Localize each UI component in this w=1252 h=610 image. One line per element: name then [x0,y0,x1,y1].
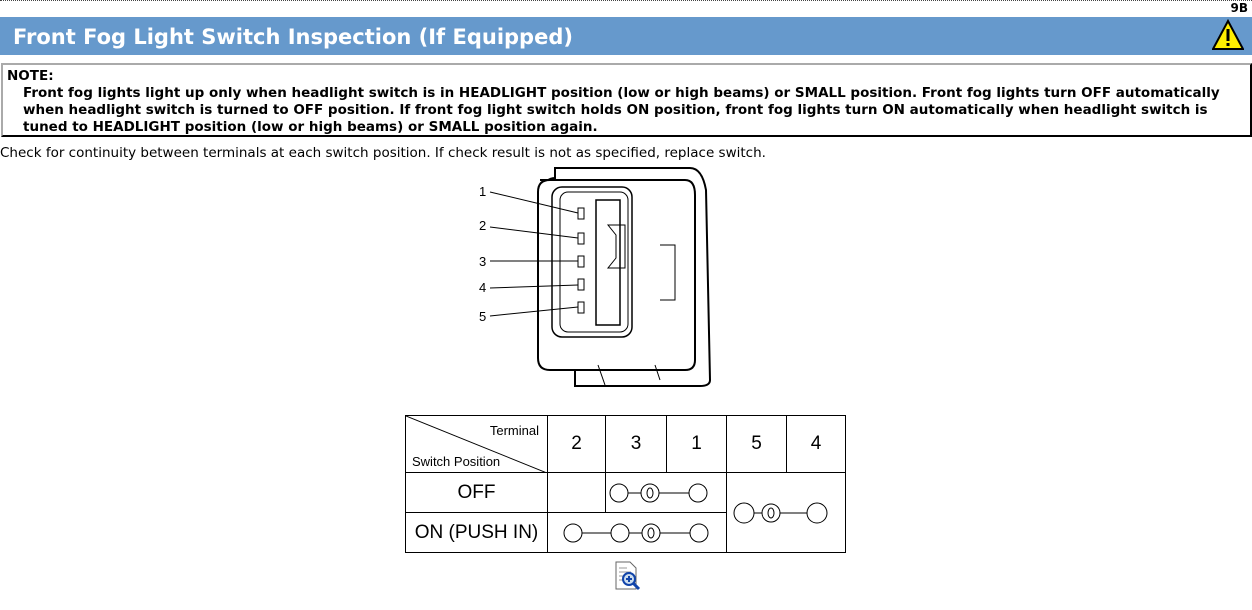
pin-label: 5 [479,309,486,324]
continuity-on-2-3-1 [547,512,727,553]
pin-label: 2 [479,218,486,233]
pin-label: 4 [479,280,486,295]
switch-position-header: Switch Position [412,454,501,469]
pin-label: 3 [479,254,486,269]
page-number: 9B [1230,1,1249,15]
section-title-bar: Front Fog Light Switch Inspection (If Eq… [0,17,1252,55]
zoom-document-icon[interactable] [614,561,642,591]
terminal-header-cell: 1 [666,415,727,473]
terminal-header-cell: 5 [726,415,787,473]
terminal-header: Terminal [489,423,539,438]
continuity-table: Terminal Switch Position 2 3 1 5 4 OFF O… [405,415,846,553]
terminal-header-cell: 4 [786,415,846,473]
connector-diagram: 1 2 3 4 5 [479,167,712,387]
continuity-5-4 [726,472,846,553]
note-box: NOTE: Front fog lights light up only whe… [1,63,1252,137]
terminal-header-cell: 3 [605,415,667,473]
top-divider [0,0,1252,1]
table-corner-header: Terminal Switch Position [405,415,548,473]
warning-icon [1212,19,1244,50]
note-text: Front fog lights light up only when head… [23,85,1220,135]
page-title: Front Fog Light Switch Inspection (If Eq… [13,25,573,49]
pin-label: 1 [479,184,486,199]
terminal-header-cell: 2 [547,415,606,473]
note-label: NOTE: [7,68,54,84]
continuity-off-3-1 [605,472,727,513]
position-off: OFF [405,472,548,513]
position-on: ON (PUSH IN) [405,512,548,553]
instruction-text: Check for continuity between terminals a… [0,145,766,161]
